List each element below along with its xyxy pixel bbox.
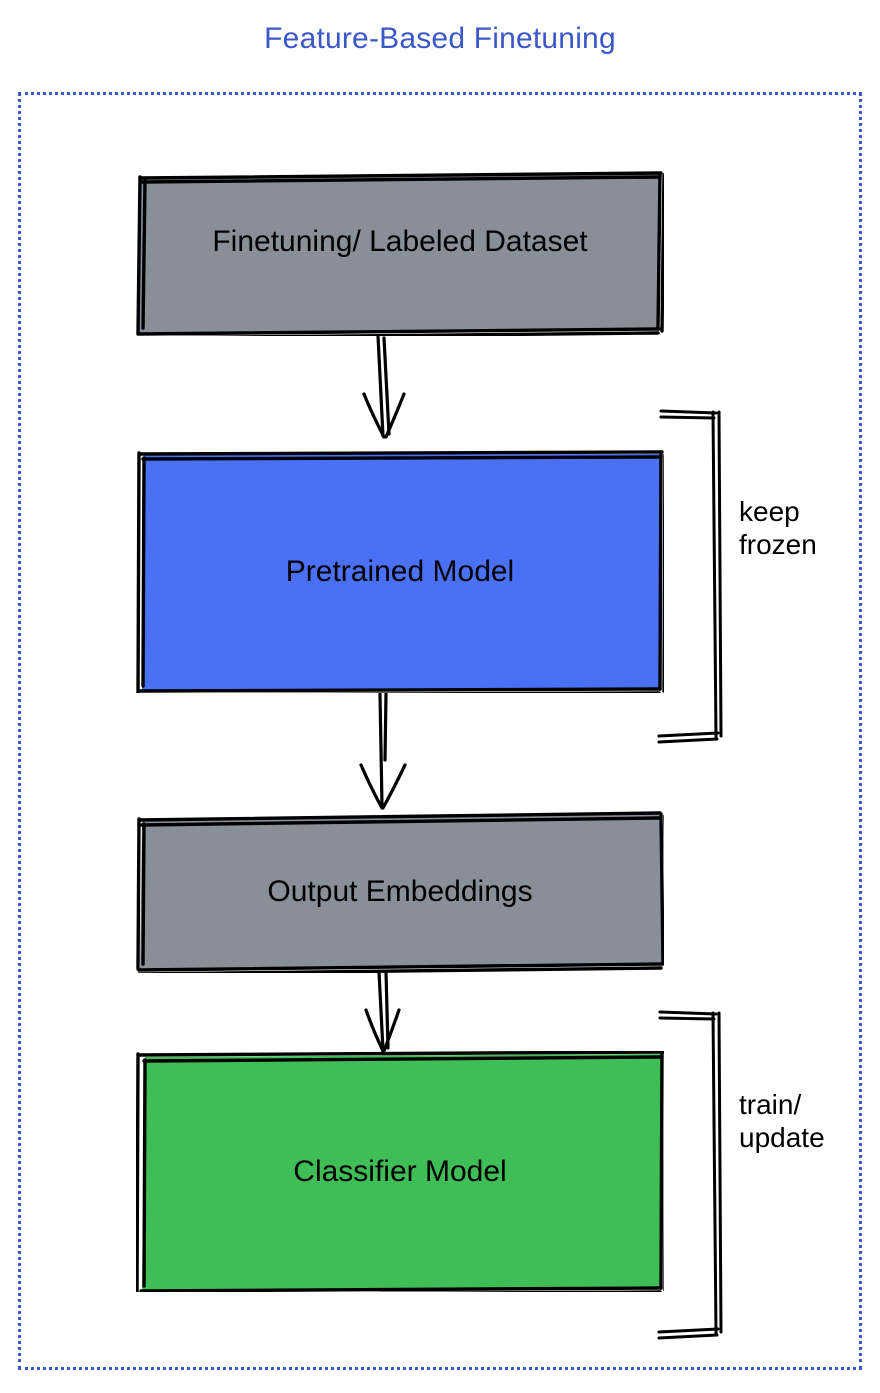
node-label-pretrained: Pretrained Model	[285, 554, 515, 588]
node-label-classifier: Classifier Model	[293, 1154, 507, 1188]
node-label-embeddings: Output Embeddings	[267, 875, 533, 908]
bracket-label-train-update: train/ update	[739, 1089, 825, 1154]
node-pretrained-model[interactable]: Pretrained Model	[136, 450, 664, 693]
node-output-embeddings[interactable]: Output Embeddings	[136, 811, 664, 973]
node-finetuning-labeled-dataset[interactable]: Finetuning/ Labeled Dataset	[136, 171, 664, 336]
page-title: Feature-Based Finetuning	[264, 22, 616, 55]
dashed-container-frame	[18, 92, 862, 1370]
bracket-label-keep-frozen: keep frozen	[739, 496, 817, 561]
node-label-dataset: Finetuning/ Labeled Dataset	[212, 224, 588, 258]
node-classifier-model[interactable]: Classifier Model	[136, 1051, 664, 1292]
